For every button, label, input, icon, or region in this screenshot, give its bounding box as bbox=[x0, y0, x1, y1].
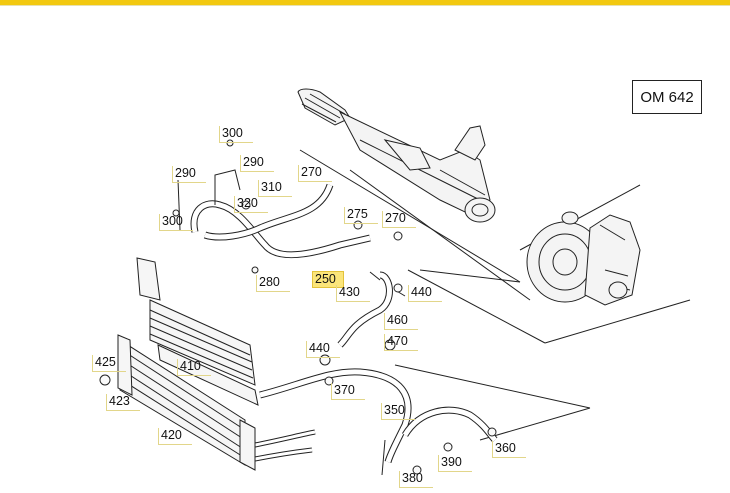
part-label-290: 290 bbox=[172, 166, 206, 183]
part-label-350: 350 bbox=[381, 403, 415, 420]
part-label-390: 390 bbox=[438, 455, 472, 472]
part-label-280: 280 bbox=[256, 275, 290, 292]
part-label-420: 420 bbox=[158, 428, 192, 445]
top-divider bbox=[0, 5, 730, 6]
part-label-270: 270 bbox=[382, 211, 416, 228]
leader-line bbox=[394, 364, 591, 409]
return-hose bbox=[337, 271, 406, 348]
leader-line bbox=[349, 169, 531, 301]
part-label-460: 460 bbox=[384, 313, 418, 330]
part-label-360: 360 bbox=[492, 441, 526, 458]
part-label-440: 440 bbox=[306, 341, 340, 358]
part-label-320: 320 bbox=[234, 196, 268, 213]
part-label-425: 425 bbox=[92, 355, 126, 372]
part-label-410: 410 bbox=[177, 359, 211, 376]
part-label-430: 430 bbox=[336, 285, 370, 302]
engine-code-box: OM 642 bbox=[632, 80, 702, 114]
part-label-470: 470 bbox=[384, 334, 418, 351]
part-label-275: 275 bbox=[344, 207, 378, 224]
leader-line bbox=[479, 407, 591, 441]
radiator bbox=[117, 334, 256, 471]
leader-line bbox=[544, 299, 691, 344]
leader-line bbox=[381, 439, 386, 476]
top-accent-bar bbox=[0, 0, 730, 5]
part-label-310: 310 bbox=[258, 180, 292, 197]
steering-rack bbox=[297, 88, 496, 223]
part-label-250-highlighted: 250 bbox=[312, 271, 344, 288]
leader-line bbox=[407, 269, 546, 344]
leader-line bbox=[299, 149, 521, 283]
part-label-370: 370 bbox=[331, 383, 365, 400]
part-label-380: 380 bbox=[399, 471, 433, 488]
upper-hose bbox=[177, 169, 371, 259]
part-label-270: 270 bbox=[298, 165, 332, 182]
steering-pump bbox=[526, 211, 641, 306]
part-label-440: 440 bbox=[408, 285, 442, 302]
lower-hoses bbox=[249, 368, 498, 464]
part-label-300: 300 bbox=[159, 214, 193, 231]
part-label-423: 423 bbox=[106, 394, 140, 411]
part-label-300: 300 bbox=[219, 126, 253, 143]
leader-line bbox=[419, 269, 521, 283]
part-label-290: 290 bbox=[240, 155, 274, 172]
